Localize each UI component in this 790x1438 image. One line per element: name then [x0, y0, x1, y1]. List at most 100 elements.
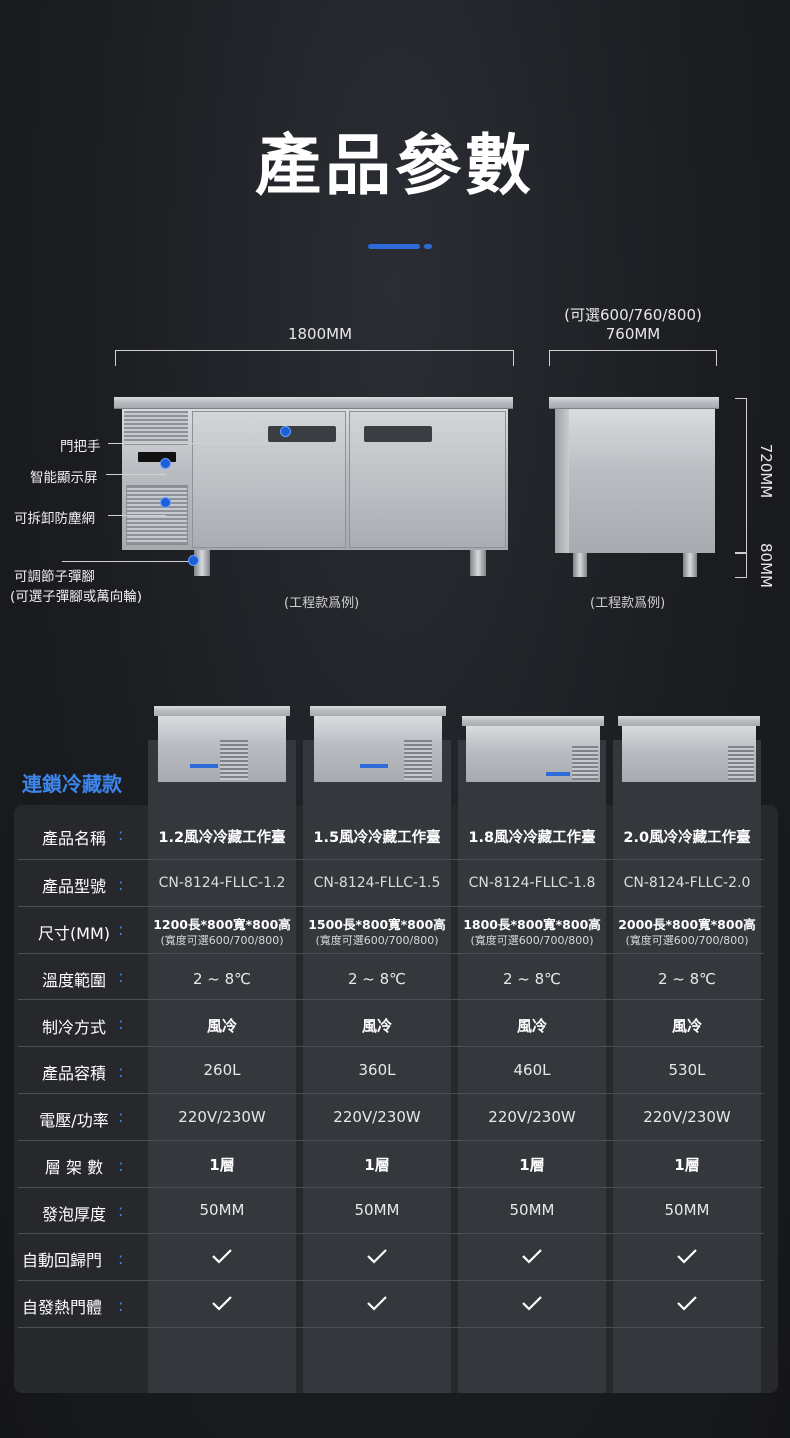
callout-door-handle: 門把手: [60, 439, 101, 455]
row-label-capacity: 產品容積: [41, 1064, 106, 1083]
callout-line-legs: [62, 561, 196, 562]
door-handle-left: [268, 426, 336, 442]
checkmark-icon: [303, 1247, 451, 1269]
cell-name-1: 1.2風冷冷藏工作臺: [158, 830, 286, 846]
product-image-4: [618, 700, 760, 790]
checkmark-icon: [148, 1247, 296, 1269]
row-divider: [18, 953, 764, 954]
cell-model-4: CN-8124-FLLC-2.0: [623, 875, 751, 891]
product-image-2: [310, 700, 446, 790]
cell-size-note-2: (寬度可選600/700/800): [315, 934, 439, 947]
row-colon: :: [118, 1249, 124, 1268]
row-divider: [18, 1046, 764, 1047]
row-label-shelves: 層 架 數: [44, 1158, 104, 1177]
cell-foam-2: 50MM: [354, 1201, 400, 1219]
row-divider: [18, 906, 764, 907]
cell-size-1: 1200長*800寬*800高: [153, 917, 291, 932]
front-width-bracket: [115, 350, 514, 366]
checkmark-icon: [303, 1294, 451, 1316]
callout-legs-line2: (可選子彈腳或萬向輪): [10, 589, 143, 605]
side-worktop: [549, 397, 719, 409]
product-image-3: [462, 700, 604, 790]
row-label-auto-door: 自動回歸門: [22, 1251, 103, 1270]
row-divider: [18, 1187, 764, 1188]
row-label-model: 產品型號: [41, 877, 106, 896]
callout-line-handle: [108, 443, 286, 444]
cell-power-3: 220V/230W: [488, 1108, 576, 1126]
callout-dot-display: [160, 458, 171, 469]
door-handle-right: [364, 426, 432, 442]
cell-size-4: 2000長*800寬*800高: [618, 917, 756, 932]
cell-shelves-3: 1層: [519, 1156, 545, 1174]
side-body: [555, 409, 715, 553]
cell-model-3: CN-8124-FLLC-1.8: [468, 875, 596, 891]
cell-temp-4: 2 ~ 8℃: [657, 970, 717, 988]
callout-dot-filter: [160, 497, 171, 508]
checkmark-icon: [458, 1247, 606, 1269]
cell-cooling-2: 風冷: [361, 1017, 392, 1035]
front-width-label: 1800MM: [287, 325, 353, 343]
side-leg-right: [683, 553, 697, 577]
cell-temp-2: 2 ~ 8℃: [347, 970, 407, 988]
cell-model-2: CN-8124-FLLC-1.5: [313, 875, 441, 891]
cell-power-2: 220V/230W: [333, 1108, 421, 1126]
row-colon: :: [118, 1296, 124, 1315]
cell-capacity-3: 460L: [513, 1061, 551, 1079]
cell-name-2: 1.5風冷冷藏工作臺: [313, 830, 441, 846]
callout-line-display: [106, 474, 166, 475]
cell-name-3: 1.8風冷冷藏工作臺: [468, 830, 596, 846]
height-bracket: [735, 398, 747, 553]
title-underline-dot: [424, 244, 432, 249]
row-label-name: 產品名稱: [41, 829, 106, 848]
cell-model-1: CN-8124-FLLC-1.2: [158, 875, 286, 891]
column-bg-4: [613, 740, 761, 1393]
row-colon: :: [118, 1201, 124, 1220]
cell-temp-1: 2 ~ 8℃: [192, 970, 252, 988]
vent-grille-top: [124, 411, 188, 445]
row-label-foam: 發泡厚度: [41, 1205, 106, 1224]
callout-legs-line1: 可調節子彈腳: [14, 569, 95, 585]
row-divider: [18, 1140, 764, 1141]
cell-shelves-2: 1層: [364, 1156, 390, 1174]
cell-cooling-4: 風冷: [671, 1017, 702, 1035]
cell-size-2: 1500長*800寬*800高: [308, 917, 446, 932]
checkmark-icon: [148, 1294, 296, 1316]
callout-line-filter: [108, 515, 166, 516]
display-panel: [138, 452, 176, 462]
row-divider: [18, 1093, 764, 1094]
callout-filter: 可拆卸防塵網: [14, 511, 95, 527]
row-colon: :: [118, 875, 124, 894]
cell-size-note-3: (寬度可選600/700/800): [470, 934, 594, 947]
leg-right: [470, 550, 486, 576]
page-title: 產品參數: [255, 127, 535, 204]
cell-capacity-4: 530L: [668, 1061, 706, 1079]
row-divider: [18, 1280, 764, 1281]
title-underline: [368, 244, 420, 249]
row-colon: :: [118, 1156, 124, 1175]
cell-temp-3: 2 ~ 8℃: [502, 970, 562, 988]
worktop: [114, 397, 513, 409]
row-label-cooling: 制冷方式: [41, 1018, 106, 1037]
column-bg-2: [303, 740, 451, 1393]
column-bg-1: [148, 740, 296, 1393]
cell-capacity-2: 360L: [358, 1061, 396, 1079]
cell-power-1: 220V/230W: [178, 1108, 266, 1126]
checkmark-icon: [613, 1247, 761, 1269]
callout-dot-handle: [280, 426, 291, 437]
cell-size-note-1: (寬度可選600/700/800): [160, 934, 284, 947]
leg-bracket: [735, 553, 747, 578]
product-image-1: [154, 700, 290, 790]
body-height-label: 720MM: [757, 443, 775, 499]
cell-capacity-1: 260L: [203, 1061, 241, 1079]
row-colon: :: [118, 967, 124, 986]
row-divider: [18, 1327, 764, 1328]
row-label-power: 電壓/功率: [39, 1111, 109, 1130]
side-leg-left: [573, 553, 587, 577]
cell-name-4: 2.0風冷冷藏工作臺: [623, 830, 751, 846]
row-colon: :: [118, 920, 124, 939]
cell-foam-3: 50MM: [509, 1201, 555, 1219]
side-depth-bracket: [549, 350, 717, 366]
row-label-heated-door: 自發熱門體: [22, 1298, 103, 1317]
row-label-size: 尺寸(MM): [37, 924, 111, 943]
callout-dot-legs: [188, 555, 199, 566]
